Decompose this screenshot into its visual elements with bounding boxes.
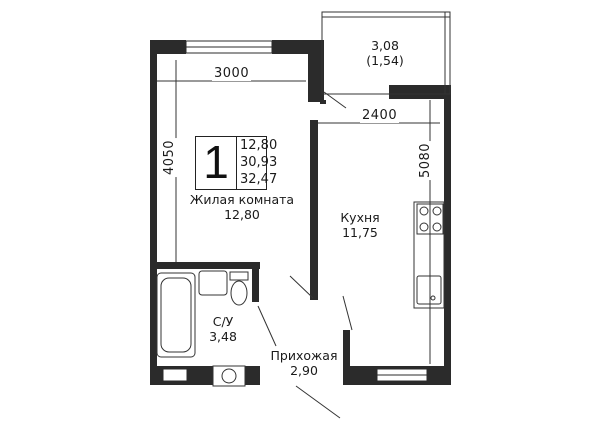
wall-kitchen-top <box>389 85 451 99</box>
wall-top-left <box>150 40 186 54</box>
wall-balcony-side <box>320 100 326 104</box>
bathtub <box>156 272 196 358</box>
kitchen-label: Кухня 11,75 <box>330 210 390 240</box>
kitchen-fittings <box>413 201 445 309</box>
total-area-value: 32,47 <box>240 172 278 187</box>
room-count: 1 <box>203 136 229 188</box>
sink <box>416 275 442 305</box>
wall-partition-top <box>308 40 324 102</box>
bath-fixtures <box>156 270 249 387</box>
wall-left <box>150 40 157 385</box>
badge-divider <box>236 136 237 190</box>
dim-kitchen-width: 2400 <box>360 108 400 123</box>
kitchen-area: 11,75 <box>342 225 378 240</box>
bathroom-name: С/У <box>212 314 234 329</box>
toilet-bowl <box>230 280 248 306</box>
living-room-label: Жилая комната 12,80 <box>180 192 304 222</box>
balcony <box>321 11 451 95</box>
balcony-area: 3,08 <box>371 38 399 53</box>
toilet-tank <box>229 271 249 281</box>
bathroom-area: 3,48 <box>209 329 237 344</box>
total-living-area-value: 30,93 <box>240 155 278 170</box>
door-swings <box>257 91 353 419</box>
counter <box>413 201 445 309</box>
balcony-reduced-area: (1,54) <box>366 53 404 68</box>
window-bottom-left <box>162 368 188 382</box>
washer <box>212 365 246 387</box>
hallway-area: 2,90 <box>290 363 318 378</box>
dim-room-length: 4050 <box>162 137 178 178</box>
wall-partition-mid <box>310 120 318 300</box>
living-room-name: Жилая комната <box>189 192 295 207</box>
wall-bath-right <box>252 262 259 302</box>
hallway-name: Прихожая <box>270 348 338 363</box>
stove <box>416 203 444 235</box>
wall-right <box>444 85 451 385</box>
bathroom-label: С/У 3,48 <box>198 314 248 344</box>
wall-kitchen-left-low <box>343 330 350 385</box>
hallway-label: Прихожая 2,90 <box>262 348 346 378</box>
dim-room-width: 3000 <box>212 66 252 81</box>
living-room-area: 12,80 <box>224 207 260 222</box>
balcony-label: 3,08 (1,54) <box>350 38 420 68</box>
room-count-badge <box>195 136 267 190</box>
washbasin <box>198 270 228 296</box>
wall-bath-top <box>150 262 260 269</box>
kitchen-name: Кухня <box>340 210 380 225</box>
living-area-value: 12,80 <box>240 138 278 153</box>
dim-kitchen-length: 5080 <box>418 140 434 181</box>
